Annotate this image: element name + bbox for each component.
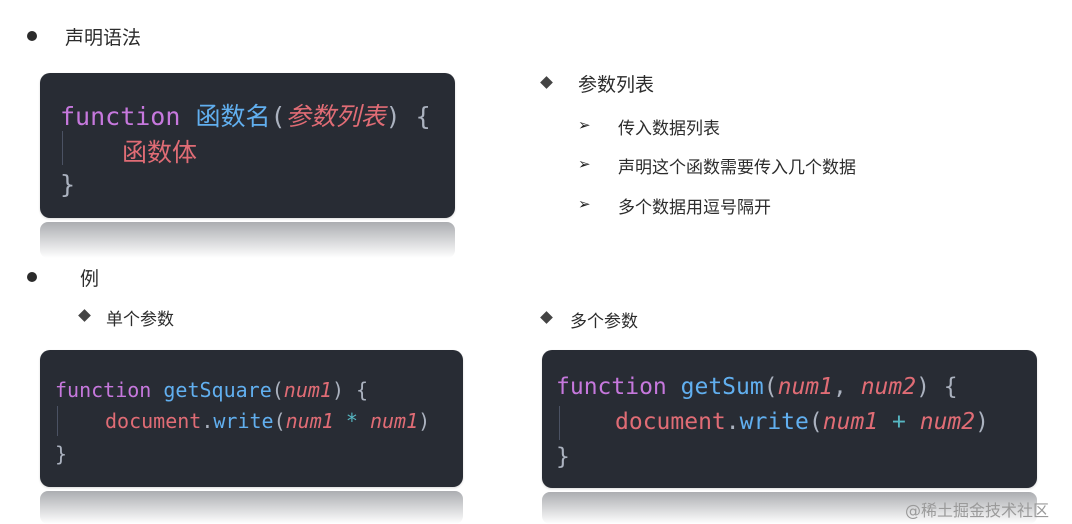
single-param-code-block: function getSquare(num1) { document.writ… (40, 350, 463, 487)
watermark: @稀土掘金技术社区 (905, 501, 1050, 520)
code-line-1: function getSquare(num1) { (55, 378, 368, 402)
code-close: } (60, 170, 76, 199)
code-arg: num1 (285, 409, 334, 433)
arrow-bullet-icon: ➢ (578, 155, 591, 173)
code-param: num1 (777, 374, 833, 400)
code-line-2: document.write(num1 + num2) (615, 409, 989, 435)
code-param: num1 (283, 378, 332, 402)
code-paren: ) (418, 409, 431, 433)
code-paren: ( (763, 374, 778, 400)
param-list-item: 多个数据用逗号隔开 (618, 198, 771, 218)
code-operator: + (892, 409, 906, 435)
code-brace: ) { (916, 374, 958, 400)
code-body: 函数体 (122, 138, 198, 167)
multi-param-label: 多个参数 (570, 312, 638, 332)
example-heading: 例 (80, 268, 100, 290)
code-paren: ) (975, 409, 989, 435)
bullet-dot-icon (27, 31, 37, 41)
code-params: 参数列表 (285, 102, 386, 131)
code-line-2: document.write(num1 * num1) (105, 409, 430, 433)
diamond-bullet-icon (540, 311, 553, 324)
param-list-heading: 参数列表 (578, 74, 655, 96)
code-method: write (739, 409, 809, 435)
code-line-1: function getSum(num1, num2) { (556, 374, 958, 400)
code-paren: ( (270, 102, 286, 131)
code-keyword: function (55, 378, 152, 402)
code-object: document (105, 409, 202, 433)
code-func-name: getSquare (163, 378, 272, 402)
multi-param-code-block: function getSum(num1, num2) { document.w… (542, 350, 1037, 488)
syntax-heading: 声明语法 (65, 27, 142, 49)
code-paren: ( (271, 378, 284, 402)
diamond-bullet-icon (540, 76, 553, 89)
code-paren: ( (273, 409, 286, 433)
code-arg: num1 (369, 409, 419, 433)
code-operator: * (345, 409, 358, 433)
syntax-code-block: function 函数名(参数列表) { 函数体 } (40, 73, 455, 218)
indent-guide (57, 406, 58, 436)
code-arg: num2 (919, 409, 976, 435)
code-paren: ( (808, 409, 823, 435)
code-param: num2 (860, 374, 917, 400)
code-reflection (40, 491, 463, 524)
code-keyword: function (556, 374, 667, 400)
bullet-dot-icon (27, 272, 37, 282)
code-close: } (556, 444, 570, 470)
code-brace: ) { (385, 102, 431, 131)
indent-guide (559, 406, 560, 440)
diamond-bullet-icon (78, 309, 91, 322)
code-object: document (615, 409, 726, 435)
code-close: } (55, 442, 68, 466)
code-reflection (542, 492, 1037, 524)
code-method: write (213, 409, 274, 433)
code-dot: . (725, 409, 740, 435)
code-comma: , (832, 374, 847, 400)
code-keyword: function (60, 102, 181, 131)
arrow-bullet-icon: ➢ (578, 116, 591, 134)
param-list-item: 声明这个函数需要传入几个数据 (618, 158, 856, 178)
code-func-name: getSum (680, 374, 764, 400)
code-brace: ) { (331, 378, 369, 402)
param-list-item: 传入数据列表 (618, 119, 720, 139)
code-dot: . (201, 409, 214, 433)
code-line-1: function 函数名(参数列表) { (60, 97, 431, 133)
code-reflection (40, 222, 455, 258)
code-func-name: 函数名 (195, 102, 271, 131)
indent-guide (62, 131, 63, 165)
arrow-bullet-icon: ➢ (578, 195, 591, 213)
single-param-label: 单个参数 (106, 310, 174, 330)
code-arg: num1 (822, 409, 879, 435)
